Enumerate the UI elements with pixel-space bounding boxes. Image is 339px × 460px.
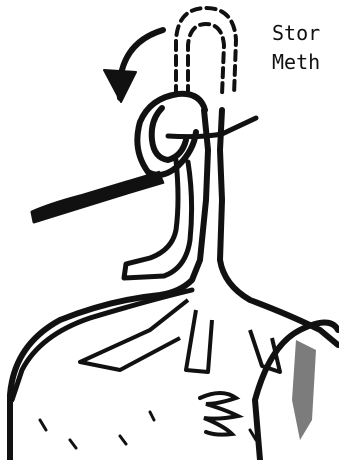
rotation-arrow-head <box>104 70 136 102</box>
crease-2 <box>186 310 212 372</box>
bottle-neck-right <box>220 110 338 345</box>
crease-3 <box>250 330 280 372</box>
caption-line-1: Stor <box>272 22 320 44</box>
caption-line-2: Meth <box>272 51 320 73</box>
left-strap <box>32 172 164 222</box>
body-shadow <box>292 340 316 440</box>
tie-band <box>168 118 256 137</box>
dashed-upright-position <box>176 8 236 95</box>
body-texture <box>200 393 238 435</box>
